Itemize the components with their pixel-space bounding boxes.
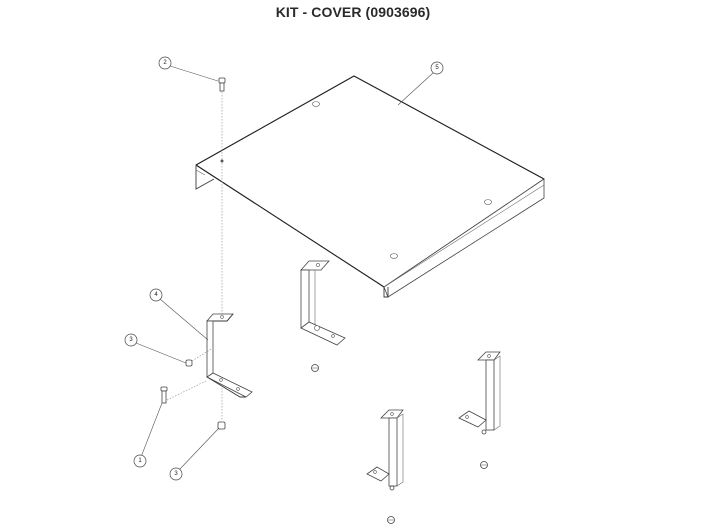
cover-boss [484, 199, 492, 205]
callout-2[interactable]: 2 [158, 56, 172, 70]
cover-boss [312, 101, 320, 107]
callout-label: 4 [154, 292, 158, 298]
callout-label: 3 [129, 337, 133, 343]
nut-middle-part [311, 364, 319, 372]
cover-boss [390, 253, 398, 259]
diagram-title: KIT - COVER (0903696) [275, 4, 431, 20]
callout-label: 1 [138, 458, 142, 464]
callout-3a[interactable]: 3 [124, 333, 138, 347]
cover-hole [220, 159, 224, 163]
bracket-4-part [206, 313, 253, 398]
bracket-middle-part [300, 260, 346, 346]
bolt-2-part [218, 77, 226, 92]
bracket-right-part [458, 351, 501, 435]
callout-label: 5 [435, 65, 439, 71]
callout-label: 2 [163, 60, 167, 66]
callout-3b[interactable]: 3 [169, 467, 183, 481]
callout-label: 3 [174, 471, 178, 477]
nut-bottom-part [387, 516, 395, 524]
nut-3-upper-part [185, 359, 193, 367]
callout-5[interactable]: 5 [430, 61, 444, 75]
callout-4[interactable]: 4 [149, 288, 163, 302]
callout-1[interactable]: 1 [133, 454, 147, 468]
nut-right-part [480, 461, 488, 469]
bolt-1-part [160, 386, 168, 404]
bracket-bottom-part [366, 409, 404, 491]
nut-3-lower-part [217, 421, 226, 430]
cover-part [195, 75, 545, 298]
